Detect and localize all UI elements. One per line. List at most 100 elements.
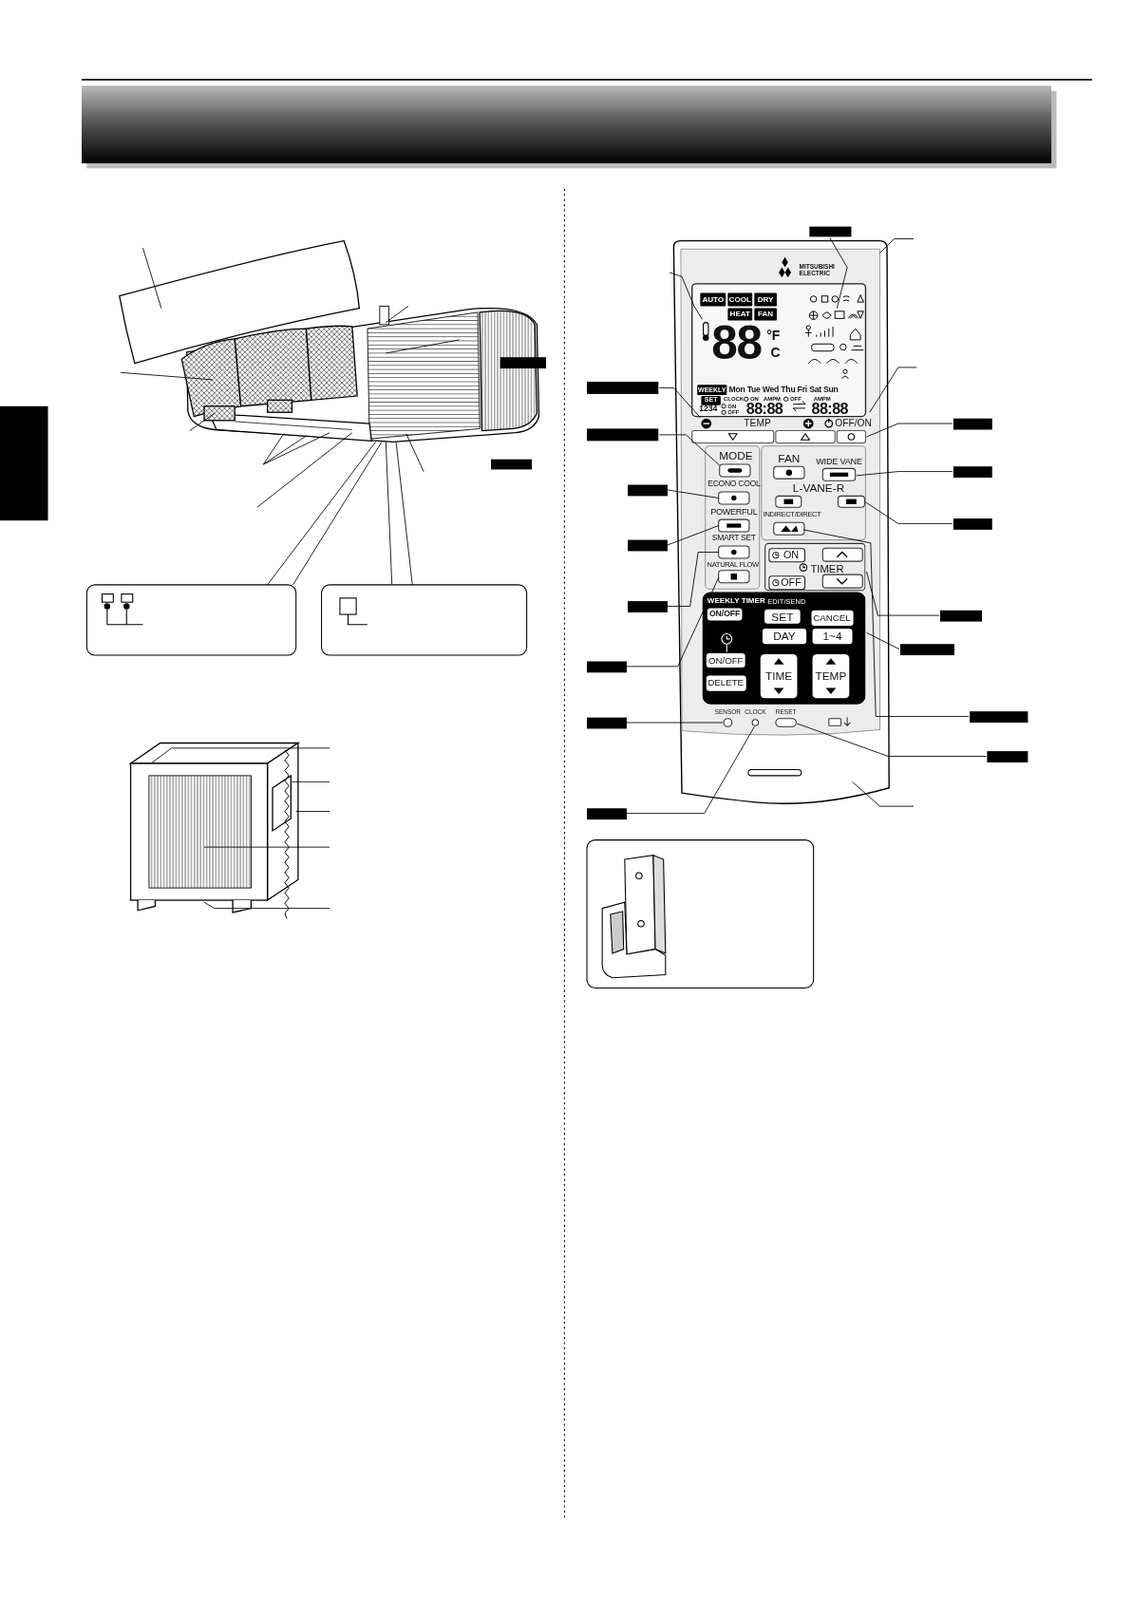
remote-body	[748, 769, 802, 775]
temp-row	[805, 420, 812, 427]
section-tab	[0, 406, 49, 521]
leader-line	[803, 529, 969, 717]
onoff-button: ON/OFF	[706, 653, 746, 668]
lcd-display	[857, 295, 864, 303]
down-arrow	[773, 687, 785, 694]
detail-inset	[101, 594, 114, 604]
button-label: INDIRECT/DIRECT	[763, 509, 822, 518]
lcd-unit: °F	[766, 328, 780, 342]
button-glyph	[830, 472, 849, 477]
leader-line	[385, 441, 392, 585]
indoor-unit	[305, 325, 358, 400]
program-button: 1~4	[812, 628, 853, 644]
leader-line	[189, 413, 215, 431]
holder-inset	[638, 921, 644, 927]
leader-line	[867, 423, 953, 437]
leader-line	[120, 247, 460, 585]
redacted-callout	[627, 485, 668, 497]
outdoor-unit	[267, 742, 299, 901]
lcd-display	[849, 328, 861, 340]
remote-body	[680, 248, 881, 736]
holder-inset	[610, 911, 624, 954]
day-button: DAY	[762, 628, 807, 644]
button-glyph	[726, 523, 741, 528]
leader-line	[851, 781, 913, 807]
redacted-callout	[586, 660, 627, 673]
lcd-unit: C	[771, 345, 781, 359]
button-group-outline	[705, 446, 760, 589]
column-divider	[564, 188, 566, 1522]
leader-line	[263, 433, 330, 465]
timer-clock-icon	[799, 564, 808, 572]
brand-name: ELECTRIC	[799, 270, 831, 277]
button-label: POWERFUL	[710, 507, 757, 516]
leader-line	[626, 237, 986, 813]
lcd-display	[792, 400, 806, 412]
button-label: NATURAL FLOW	[707, 560, 759, 568]
leader-line	[267, 441, 377, 585]
indoor-unit	[479, 310, 537, 431]
leader-line	[865, 502, 952, 525]
leader-line	[406, 433, 424, 472]
redacted-callout	[500, 357, 547, 369]
leader-line	[669, 272, 702, 320]
bottom-controls	[844, 717, 850, 727]
node-text: TEMP	[814, 670, 847, 682]
lcd-display	[848, 314, 859, 319]
timer-clock-icon	[799, 564, 808, 572]
lcd-display	[843, 369, 848, 374]
temp-row	[703, 422, 710, 424]
lcd-display	[821, 296, 828, 302]
timer-off-button: OFF	[768, 575, 806, 590]
outdoor-unit	[284, 750, 289, 919]
clock-icon	[775, 553, 778, 556]
node-text: AUTO	[701, 295, 724, 303]
indoor-unit	[267, 399, 293, 413]
lcd-time: 88:88	[811, 400, 849, 416]
node-text: TIMER	[810, 563, 844, 574]
temp-row	[775, 431, 835, 444]
leader-line	[867, 571, 940, 616]
leader-line	[296, 811, 330, 812]
weekly-onoff-button: ON/OFF	[707, 608, 743, 622]
remote-button	[837, 495, 865, 508]
redacted-callout	[900, 643, 955, 656]
node-text: SET	[771, 610, 793, 623]
lcd-display	[809, 311, 818, 321]
timer-on-button: ON	[768, 547, 806, 563]
lcd-text: ON	[727, 404, 736, 411]
lcd-display	[808, 358, 858, 363]
button-label: FAN	[777, 452, 800, 465]
mode-indicator: AUTO	[699, 292, 726, 306]
leader-line	[385, 339, 459, 354]
button-label: MODE	[718, 450, 753, 462]
button-group-outline	[705, 446, 867, 589]
remote-button	[775, 495, 802, 508]
outdoor-unit	[131, 763, 268, 901]
indoor-unit	[379, 305, 390, 324]
indoor-unit	[204, 406, 235, 421]
button-glyph	[731, 549, 736, 555]
remote-button	[718, 519, 750, 532]
node-text: DAY	[773, 630, 795, 642]
detail-inset	[339, 598, 357, 615]
redacted-callout	[969, 711, 1028, 723]
temp-button: TEMP	[812, 654, 850, 699]
detail-inset	[86, 584, 296, 656]
redacted-callout	[986, 751, 1028, 763]
redacted-callout	[586, 226, 1028, 820]
indoor-unit	[119, 241, 360, 364]
button-glyph	[786, 469, 793, 475]
node-text: WEEKLY	[698, 386, 726, 394]
leader-line	[626, 726, 755, 813]
remote-button	[773, 466, 805, 479]
node-text: EDIT/SEND	[767, 598, 806, 606]
lcd-display	[721, 410, 726, 415]
button-label: L-VANE-R	[792, 482, 845, 494]
button-label: OFF/ON	[834, 418, 872, 429]
redacted-callout	[953, 418, 993, 431]
node-text: SET	[704, 396, 718, 404]
button-glyph	[780, 526, 798, 532]
weekly-indicator: WEEKLY	[697, 384, 727, 396]
